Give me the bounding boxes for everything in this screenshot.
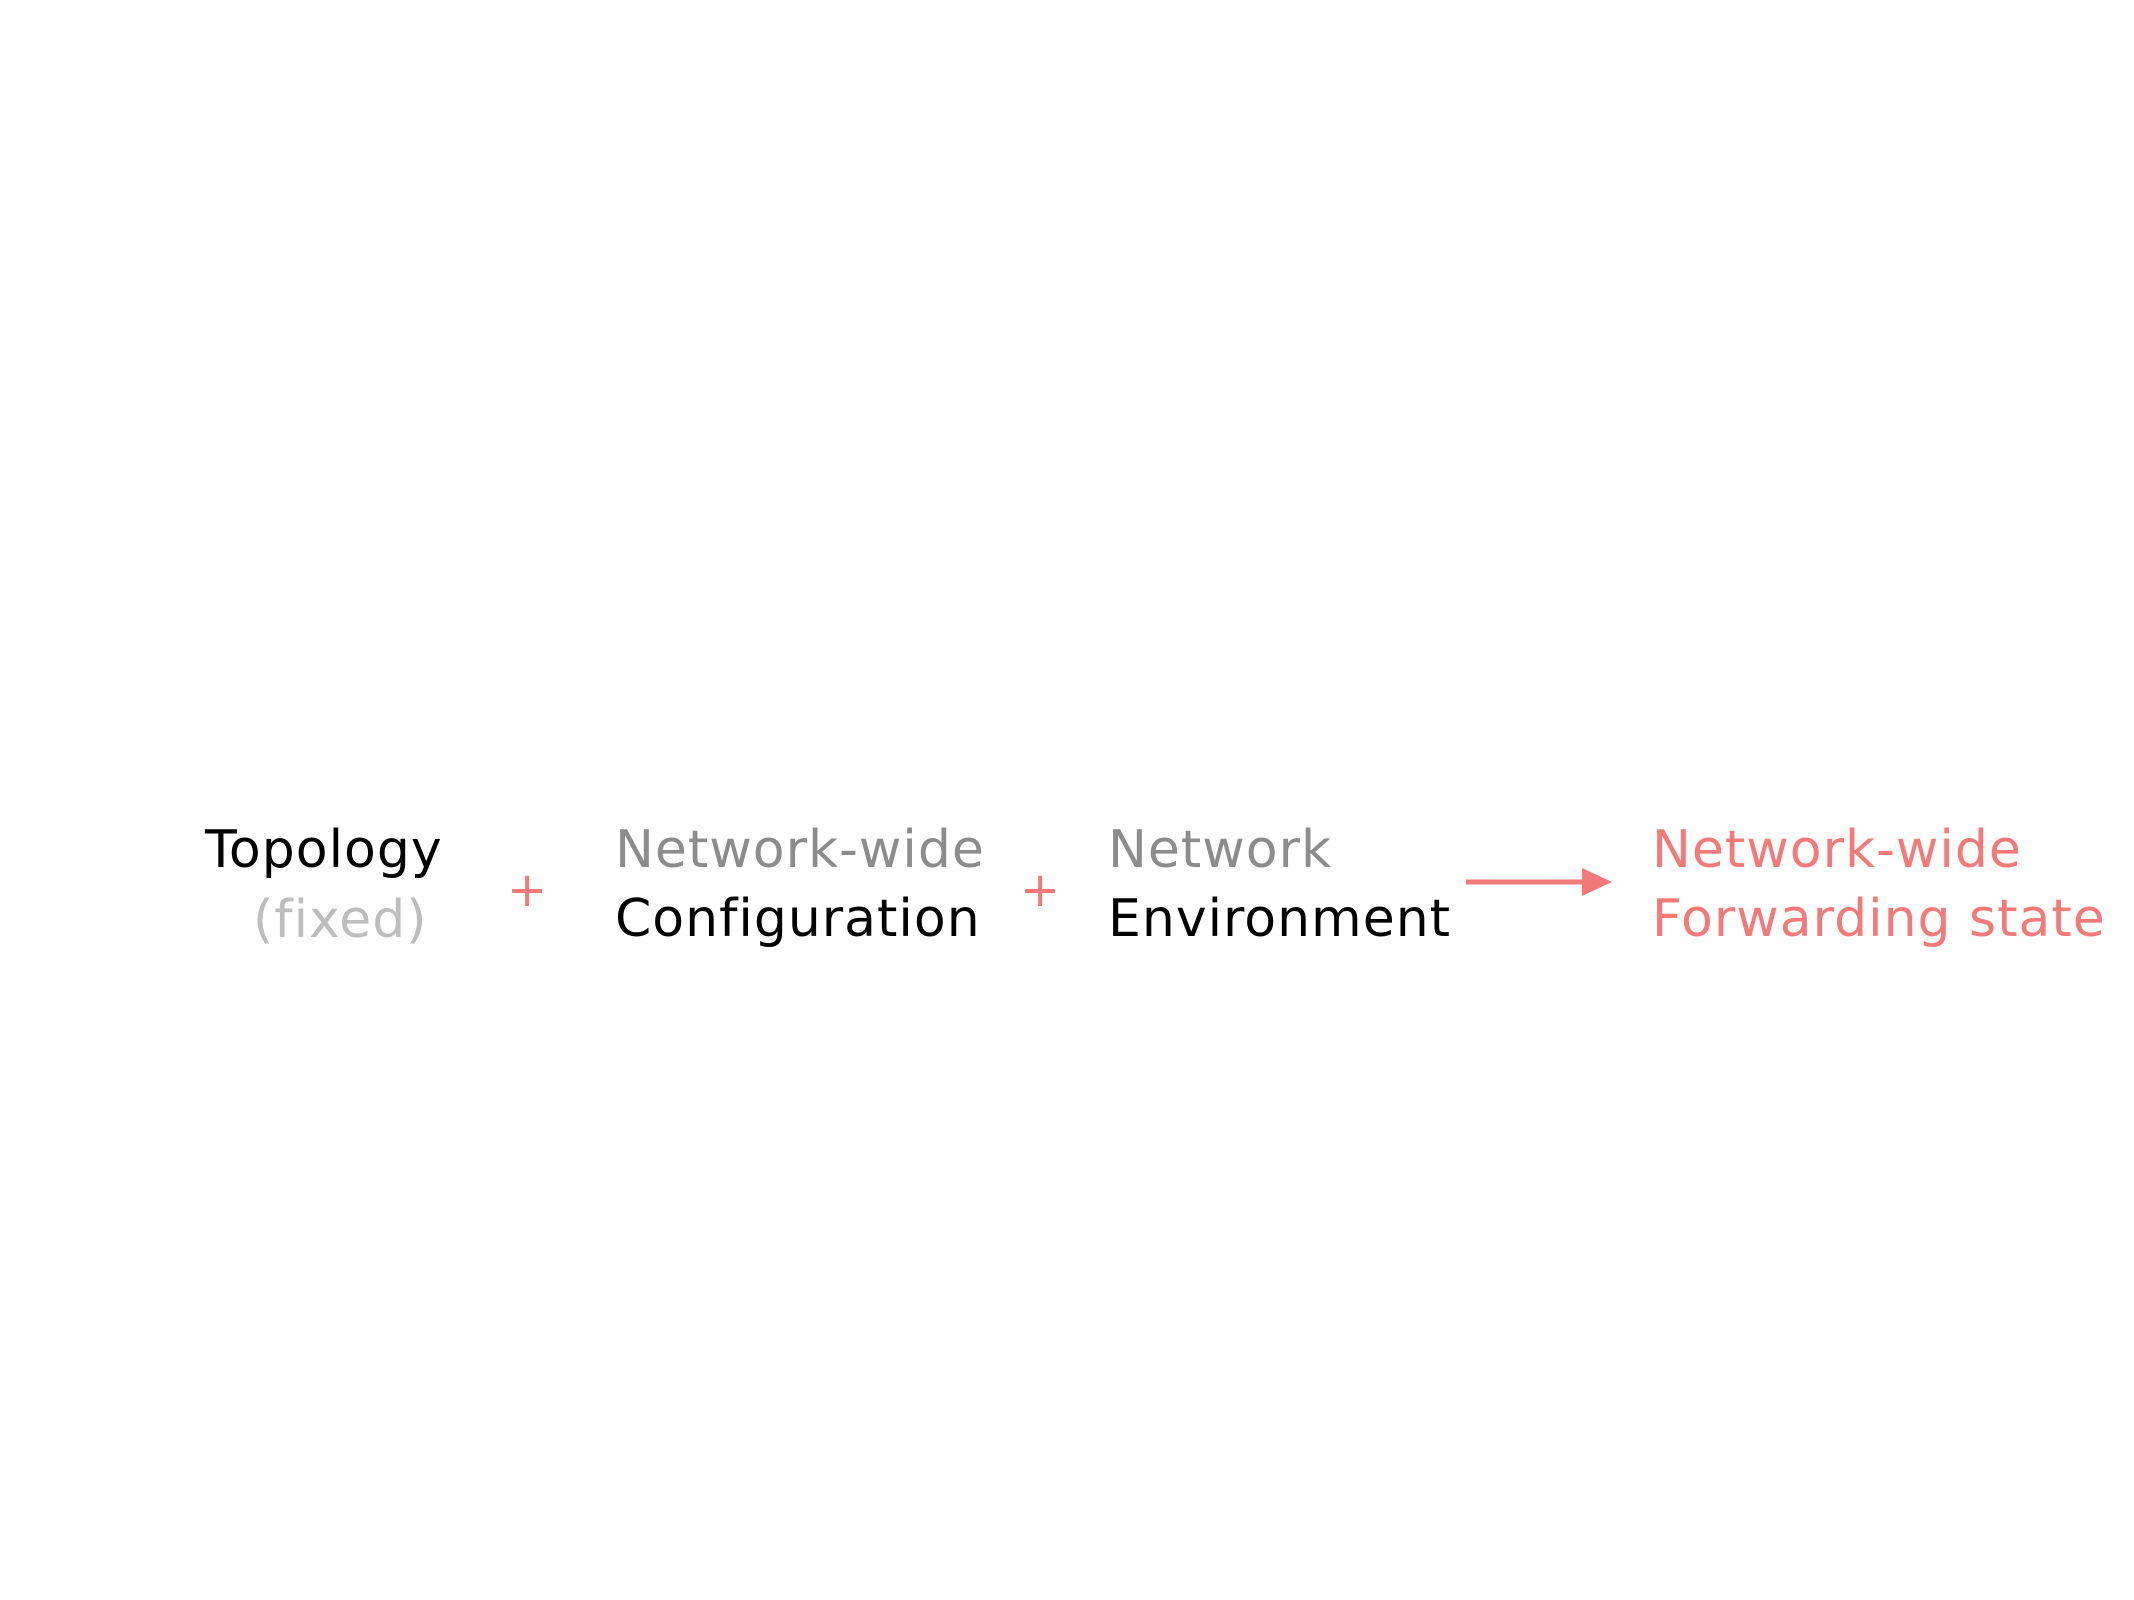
- plus-icon: +: [1020, 862, 1061, 918]
- topology-subtitle: (fixed): [253, 890, 428, 950]
- environment-title: Environment: [1108, 889, 1452, 949]
- result-title: Forwarding state: [1652, 889, 2106, 949]
- configuration-qualifier: Network-wide: [615, 820, 985, 880]
- plus-icon: +: [507, 862, 548, 918]
- topology-title: Topology: [205, 820, 443, 880]
- environment-qualifier: Network: [1108, 820, 1333, 880]
- result-qualifier: Network-wide: [1652, 820, 2022, 880]
- configuration-title: Configuration: [615, 889, 981, 949]
- arrow-right-icon: [1466, 868, 1612, 896]
